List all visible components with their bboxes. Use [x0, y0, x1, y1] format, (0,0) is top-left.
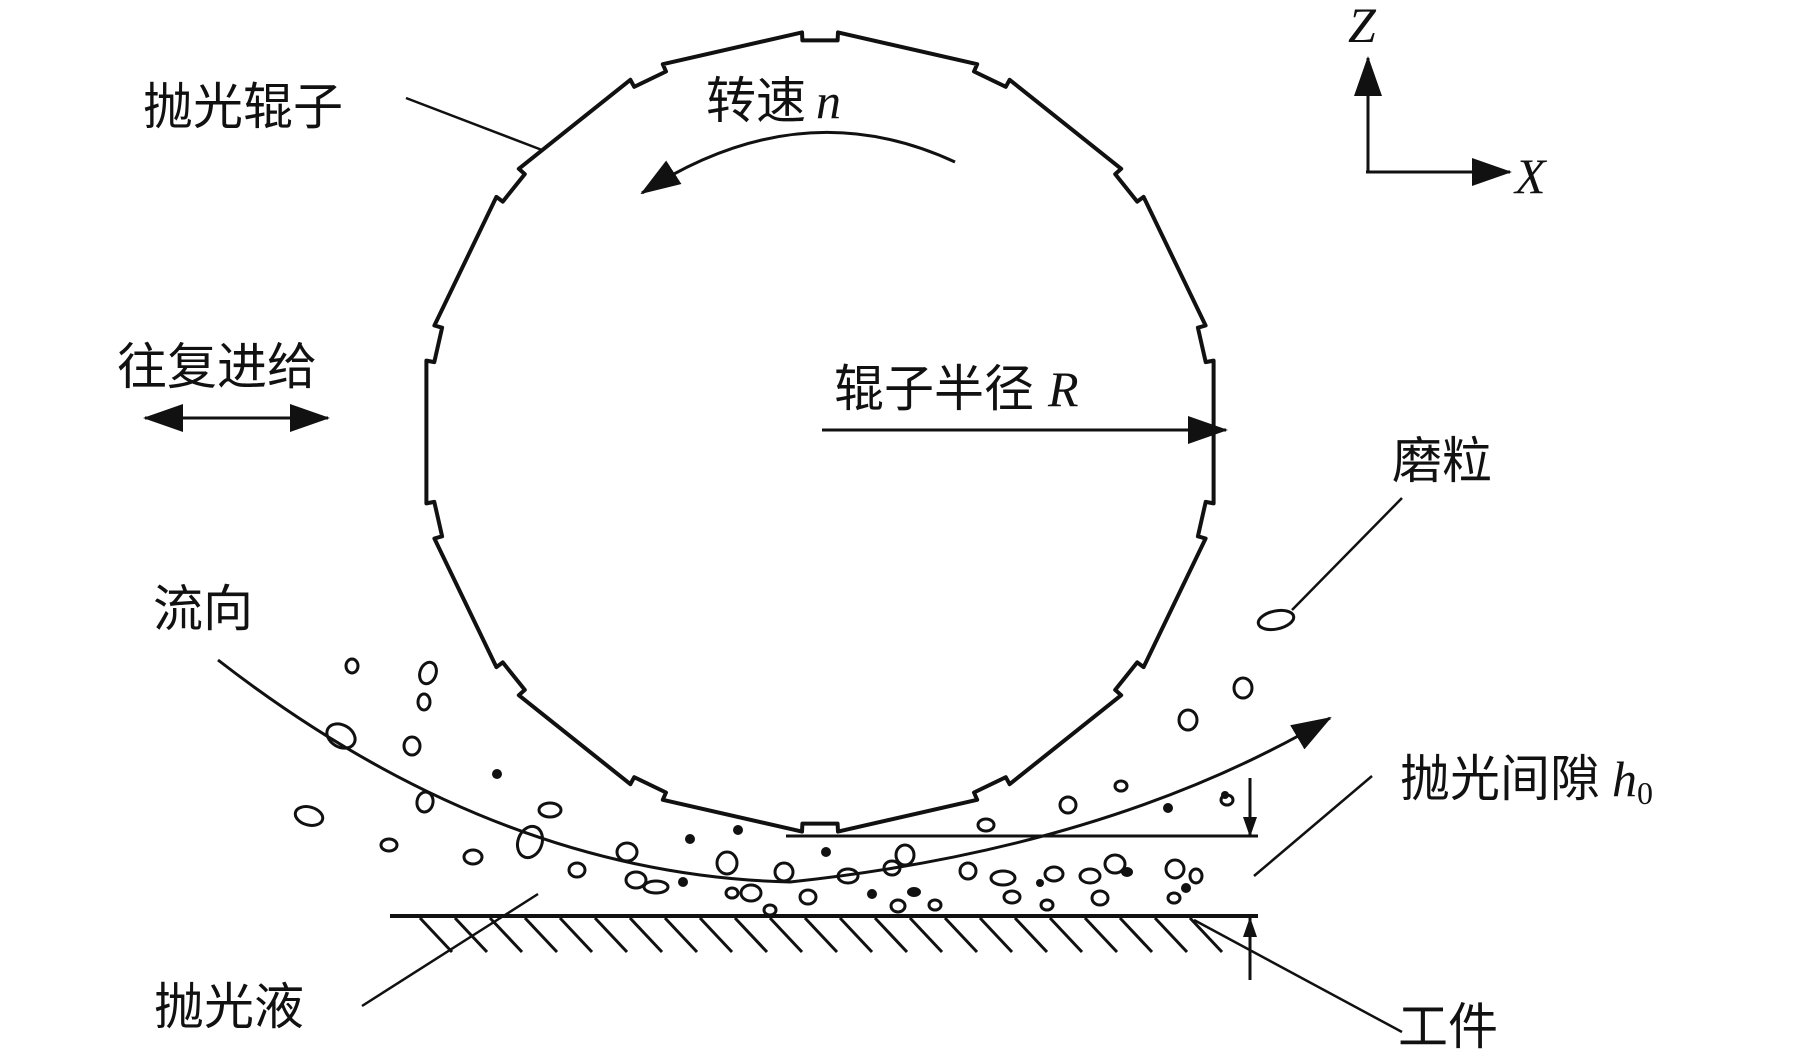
hatch-line [733, 916, 769, 954]
hatch-line [873, 916, 909, 954]
abrasive-particle [685, 834, 695, 844]
hatch-line [558, 916, 594, 954]
abrasive-particle [1002, 889, 1022, 905]
abrasive-grain [1256, 608, 1296, 632]
abrasive-particle [678, 877, 688, 887]
leader-fluid [361, 892, 539, 1008]
abrasive-particle [1090, 889, 1110, 907]
abrasive-particle [1166, 891, 1182, 905]
rotation-arrow [640, 130, 956, 195]
leader-roller [405, 96, 543, 152]
abrasive-particle [1036, 879, 1044, 887]
label-workpiece: 工件 [1398, 998, 1498, 1051]
hatch-line [663, 916, 699, 954]
abrasive-particle [515, 824, 545, 860]
abrasive-particle [567, 861, 587, 879]
hatch-line [1153, 916, 1189, 954]
hatch-line [838, 916, 874, 954]
abrasive-particles [293, 657, 1254, 917]
abrasive-particle [1113, 779, 1129, 793]
hatch-line [1188, 916, 1224, 954]
abrasive-particle [1058, 795, 1078, 815]
label-feed: 往复进给 [117, 338, 317, 396]
abrasive-particle [1188, 867, 1204, 885]
abrasive-particle [293, 805, 325, 827]
abrasive-particle [976, 817, 996, 833]
z-axis-label: Z [1348, 0, 1377, 53]
abrasive-particle [798, 888, 818, 906]
hatch-line [1083, 916, 1119, 954]
hatch-line [453, 916, 489, 954]
abrasive-particle [907, 887, 921, 897]
abrasive-particle [989, 869, 1017, 887]
abrasive-particle [416, 692, 432, 712]
leader-abrasive [1291, 497, 1403, 611]
abrasive-particle [418, 660, 438, 686]
abrasive-particle [733, 825, 743, 835]
hatch-line [908, 916, 944, 954]
hatch-line [418, 916, 454, 954]
hatch-line [803, 916, 839, 954]
abrasive-particle [615, 841, 639, 863]
abrasive-particle [415, 790, 435, 814]
hatch-line [943, 916, 979, 954]
hatch-line [1013, 916, 1049, 954]
abrasive-particle [1039, 898, 1055, 912]
abrasive-particle [958, 861, 978, 881]
abrasive-particle [724, 886, 740, 900]
abrasive-particle [715, 850, 739, 876]
abrasive-particle [624, 870, 648, 890]
abrasive-particle [402, 735, 422, 757]
hatch-line [523, 916, 559, 954]
hatch-line [593, 916, 629, 954]
abrasive-particle [492, 769, 502, 779]
abrasive-particle [462, 848, 484, 866]
leader-gap [1253, 775, 1373, 877]
flow-direction-arrow [217, 658, 1332, 884]
hatch-line [978, 916, 1014, 954]
hatch-line [768, 916, 804, 954]
abrasive-particle [1232, 676, 1254, 700]
abrasive-particle [344, 657, 360, 675]
hatch-line [488, 916, 524, 954]
label-fluid: 抛光液 [154, 978, 304, 1036]
abrasive-particle [325, 722, 357, 750]
abrasive-particle [773, 861, 795, 883]
leader-workpiece [1193, 918, 1403, 1034]
abrasive-particle [1043, 865, 1065, 883]
abrasive-particle [1164, 858, 1186, 880]
abrasive-particle [1078, 867, 1102, 885]
abrasive-particle [836, 867, 860, 885]
workpiece-hatching [418, 916, 1224, 954]
abrasive-particle [379, 837, 399, 853]
abrasive-particle [821, 847, 831, 857]
abrasive-particle [1163, 803, 1173, 813]
abrasive-particle [867, 889, 877, 899]
hatch-line [1118, 916, 1154, 954]
abrasive-particle [894, 843, 916, 867]
abrasive-particle [927, 898, 943, 912]
label-abrasive: 磨粒 [1392, 432, 1492, 490]
abrasive-particle [537, 801, 563, 819]
abrasive-particle [1221, 791, 1229, 799]
abrasive-particle [889, 898, 907, 914]
label-roller: 抛光辊子 [143, 78, 343, 136]
abrasive-particle [642, 879, 670, 895]
hatch-line [698, 916, 734, 954]
roller-outline [424, 30, 1216, 834]
hatch-line [1048, 916, 1084, 954]
hatch-line [628, 916, 664, 954]
abrasive-particle [882, 859, 902, 877]
label-flow: 流向 [153, 580, 253, 638]
abrasive-particle [1181, 883, 1191, 893]
x-axis-label: X [1513, 148, 1548, 204]
abrasive-particle [1177, 708, 1199, 732]
abrasive-particle [762, 903, 778, 917]
abrasive-particle [739, 883, 763, 903]
abrasive-particle [1103, 853, 1127, 875]
